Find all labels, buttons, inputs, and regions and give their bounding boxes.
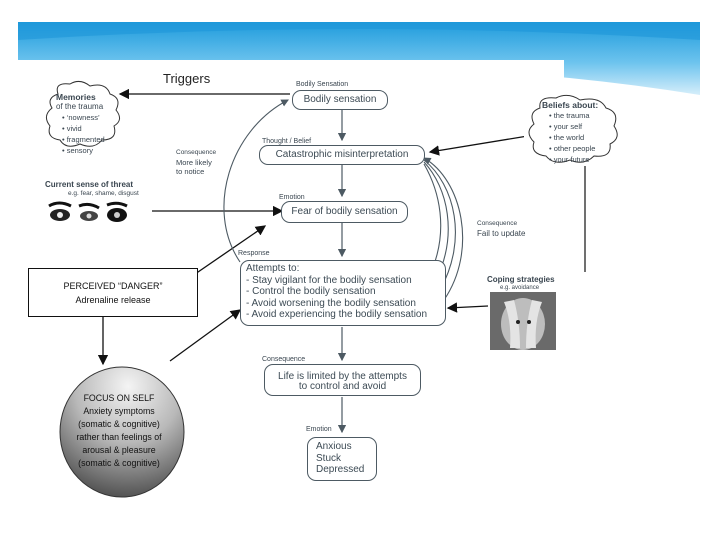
fear-box: Fear of bodily sensation	[281, 201, 408, 223]
focus-line: arousal & pleasure	[82, 445, 156, 455]
emotion-label: Emotion	[279, 194, 305, 201]
emotion-outcome-line: Stuck	[316, 452, 342, 464]
focus-sphere-shape	[59, 366, 185, 498]
consequence-right-label: Consequence	[477, 220, 518, 227]
memories-item: ‘nowness’	[66, 113, 100, 122]
thought-belief-label: Thought / Belief	[262, 138, 312, 145]
life-limited-box: Life is limited by the attempts to contr…	[264, 364, 421, 396]
beliefs-item: other people	[553, 144, 596, 153]
attempts-item: - Control the bodily sensation	[246, 286, 376, 298]
life-line: Life is limited by the attempts	[278, 371, 407, 382]
coping-subtitle: e.g. avoidance	[500, 285, 540, 291]
attempts-item: - Stay vigilant for the bodily sensation	[246, 274, 412, 286]
perceived-danger-title: PERCEIVED “DANGER”	[63, 281, 163, 291]
eyes-image-icon	[45, 200, 131, 226]
life-line: to control and avoid	[298, 381, 387, 392]
consequence-right-line: Fail to update	[477, 229, 526, 238]
focus-line: Anxiety symptoms	[83, 406, 155, 416]
attempts-item: - Avoid worsening the bodily sensation	[246, 297, 416, 309]
triggers-label: Triggers	[163, 71, 211, 86]
memories-subtitle: of the trauma	[56, 102, 104, 111]
beliefs-item: your future	[553, 155, 590, 164]
memories-item: sensory	[66, 146, 93, 155]
attempts-title: Attempts to:	[246, 263, 300, 274]
current-threat-title: Current sense of threat	[45, 180, 134, 189]
beliefs-title: Beliefs about:	[542, 100, 599, 110]
current-threat-subtitle: e.g. fear, shame, disgust	[68, 190, 139, 197]
attempts-box: Attempts to: - Stay vigilant for the bod…	[240, 260, 446, 326]
thought-cloud-icon	[524, 94, 624, 166]
memories-block: Memories of the trauma • ‘nowness’ • viv…	[56, 92, 126, 156]
emotion-outcome-line: Depressed	[316, 464, 365, 475]
consequence-bottom-label: Consequence	[262, 356, 306, 363]
memories-item: fragmented	[66, 135, 105, 144]
coping-title: Coping strategies	[487, 275, 555, 284]
bodily-sensation-label: Bodily Sensation	[296, 81, 349, 88]
memories-title: Memories	[56, 92, 96, 102]
focus-on-self-text: FOCUS ON SELF Anxiety symptoms (somatic …	[62, 392, 176, 470]
beliefs-item: the trauma	[553, 111, 590, 120]
response-label: Response	[238, 250, 270, 257]
consequence-left-line: More likely	[176, 157, 212, 167]
emotion2-label: Emotion	[306, 426, 332, 433]
attempts-item: - Avoid experiencing the bodily sensatio…	[246, 309, 428, 321]
emotion-outcome-line: Anxious	[316, 441, 352, 452]
consequence-left-label: Consequence	[176, 149, 217, 156]
face-covering-hands-image-icon	[490, 292, 556, 350]
focus-line: (somatic & cognitive)	[78, 458, 160, 468]
beliefs-item: the world	[553, 133, 585, 142]
memories-cloud-icon	[46, 80, 120, 147]
beliefs-block: Beliefs about: • the trauma • your self …	[542, 100, 622, 165]
perceived-danger-box: PERCEIVED “DANGER” Adrenaline release	[28, 268, 198, 317]
focus-line: rather than feelings of	[76, 432, 162, 442]
perceived-danger-subtitle: Adrenaline release	[75, 295, 151, 305]
beliefs-item: your self	[553, 122, 583, 131]
emotion-outcome-box: Anxious Stuck Depressed	[307, 437, 377, 481]
consequence-left: Consequence More likely to notice	[176, 148, 216, 177]
focus-line: (somatic & cognitive)	[78, 419, 160, 429]
memories-item: vivid	[66, 124, 82, 133]
focus-line: FOCUS ON SELF	[83, 393, 155, 403]
bodily-sensation-box: Bodily sensation	[292, 90, 388, 110]
consequence-right: Consequence Fail to update	[477, 219, 525, 239]
catastrophic-box: Catastrophic misinterpretation	[259, 145, 425, 165]
consequence-left-line: to notice	[176, 167, 205, 176]
